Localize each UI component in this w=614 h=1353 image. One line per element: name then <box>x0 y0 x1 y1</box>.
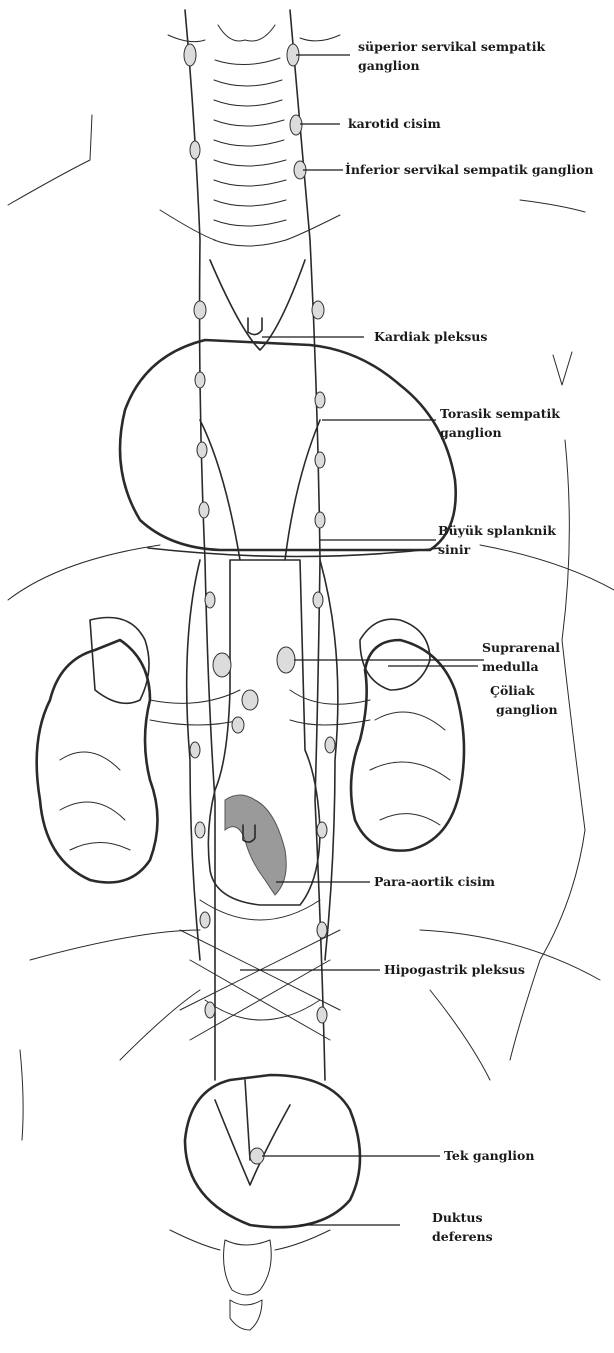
label-para-aortic-body: Para-aortik cisim <box>374 874 495 889</box>
label-thoracic-ganglion-line2: ganglion <box>440 425 502 440</box>
label-carotid-body-line1: karotid cisim <box>348 116 441 131</box>
label-greater-splanchnic-nerve: Büyük splanknik sinir <box>438 523 560 557</box>
cardiac-plexus-mark <box>248 318 262 335</box>
label-cardiac-plexus-line1: Kardiak pleksus <box>374 329 487 344</box>
label-greater-splanchnic-line1: Büyük splanknik <box>438 523 556 538</box>
label-ganglion-impar: Tek ganglion <box>444 1148 534 1163</box>
label-suprarenal-line1: Suprarenal <box>482 640 560 655</box>
label-suprarenal-medulla: Suprarenal medulla <box>482 640 564 674</box>
label-ductus-line2: deferens <box>432 1229 493 1244</box>
para-aortic-body <box>225 795 286 895</box>
heart <box>120 340 456 550</box>
leader-lines <box>240 55 484 1225</box>
label-para-aortic-line1: Para-aortik cisim <box>374 874 495 889</box>
label-celiac-line2: ganglion <box>496 702 558 717</box>
label-superior-cervical-ganglion: süperior servikal sempatik ganglion <box>358 39 549 73</box>
pelvic-inner <box>215 1080 290 1185</box>
right-kidney <box>351 619 464 850</box>
left-kidney <box>37 618 158 883</box>
label-hypogastric-line1: Hipogastrik pleksus <box>384 962 525 977</box>
label-carotid-body: karotid cisim <box>348 116 441 131</box>
label-superior-cervical-line1: süperior servikal sempatik <box>358 39 545 54</box>
bladder <box>185 1075 360 1227</box>
label-hypogastric-plexus: Hipogastrik pleksus <box>384 962 525 977</box>
label-inferior-cervical-line1: İnferior servikal sempatik ganglion <box>345 162 594 177</box>
label-inferior-cervical-ganglion: İnferior servikal sempatik ganglion <box>345 162 594 177</box>
label-greater-splanchnic-line2: sinir <box>438 542 471 557</box>
label-thoracic-ganglion-line1: Torasik sempatik <box>440 406 560 421</box>
label-superior-cervical-line2: ganglion <box>358 58 420 73</box>
label-ganglion-impar-line1: Tek ganglion <box>444 1148 534 1163</box>
label-ductus-line1: Duktus <box>432 1210 483 1225</box>
label-celiac-ganglion: Çöliak ganglion <box>490 683 558 717</box>
coccyx <box>170 1230 330 1330</box>
label-ductus-deferens: Duktus deferens <box>432 1210 493 1244</box>
label-cardiac-plexus: Kardiak pleksus <box>374 329 487 344</box>
label-celiac-line1: Çöliak <box>490 683 535 698</box>
label-suprarenal-line2: medulla <box>482 659 539 674</box>
label-thoracic-ganglion: Torasik sempatik ganglion <box>440 406 564 440</box>
